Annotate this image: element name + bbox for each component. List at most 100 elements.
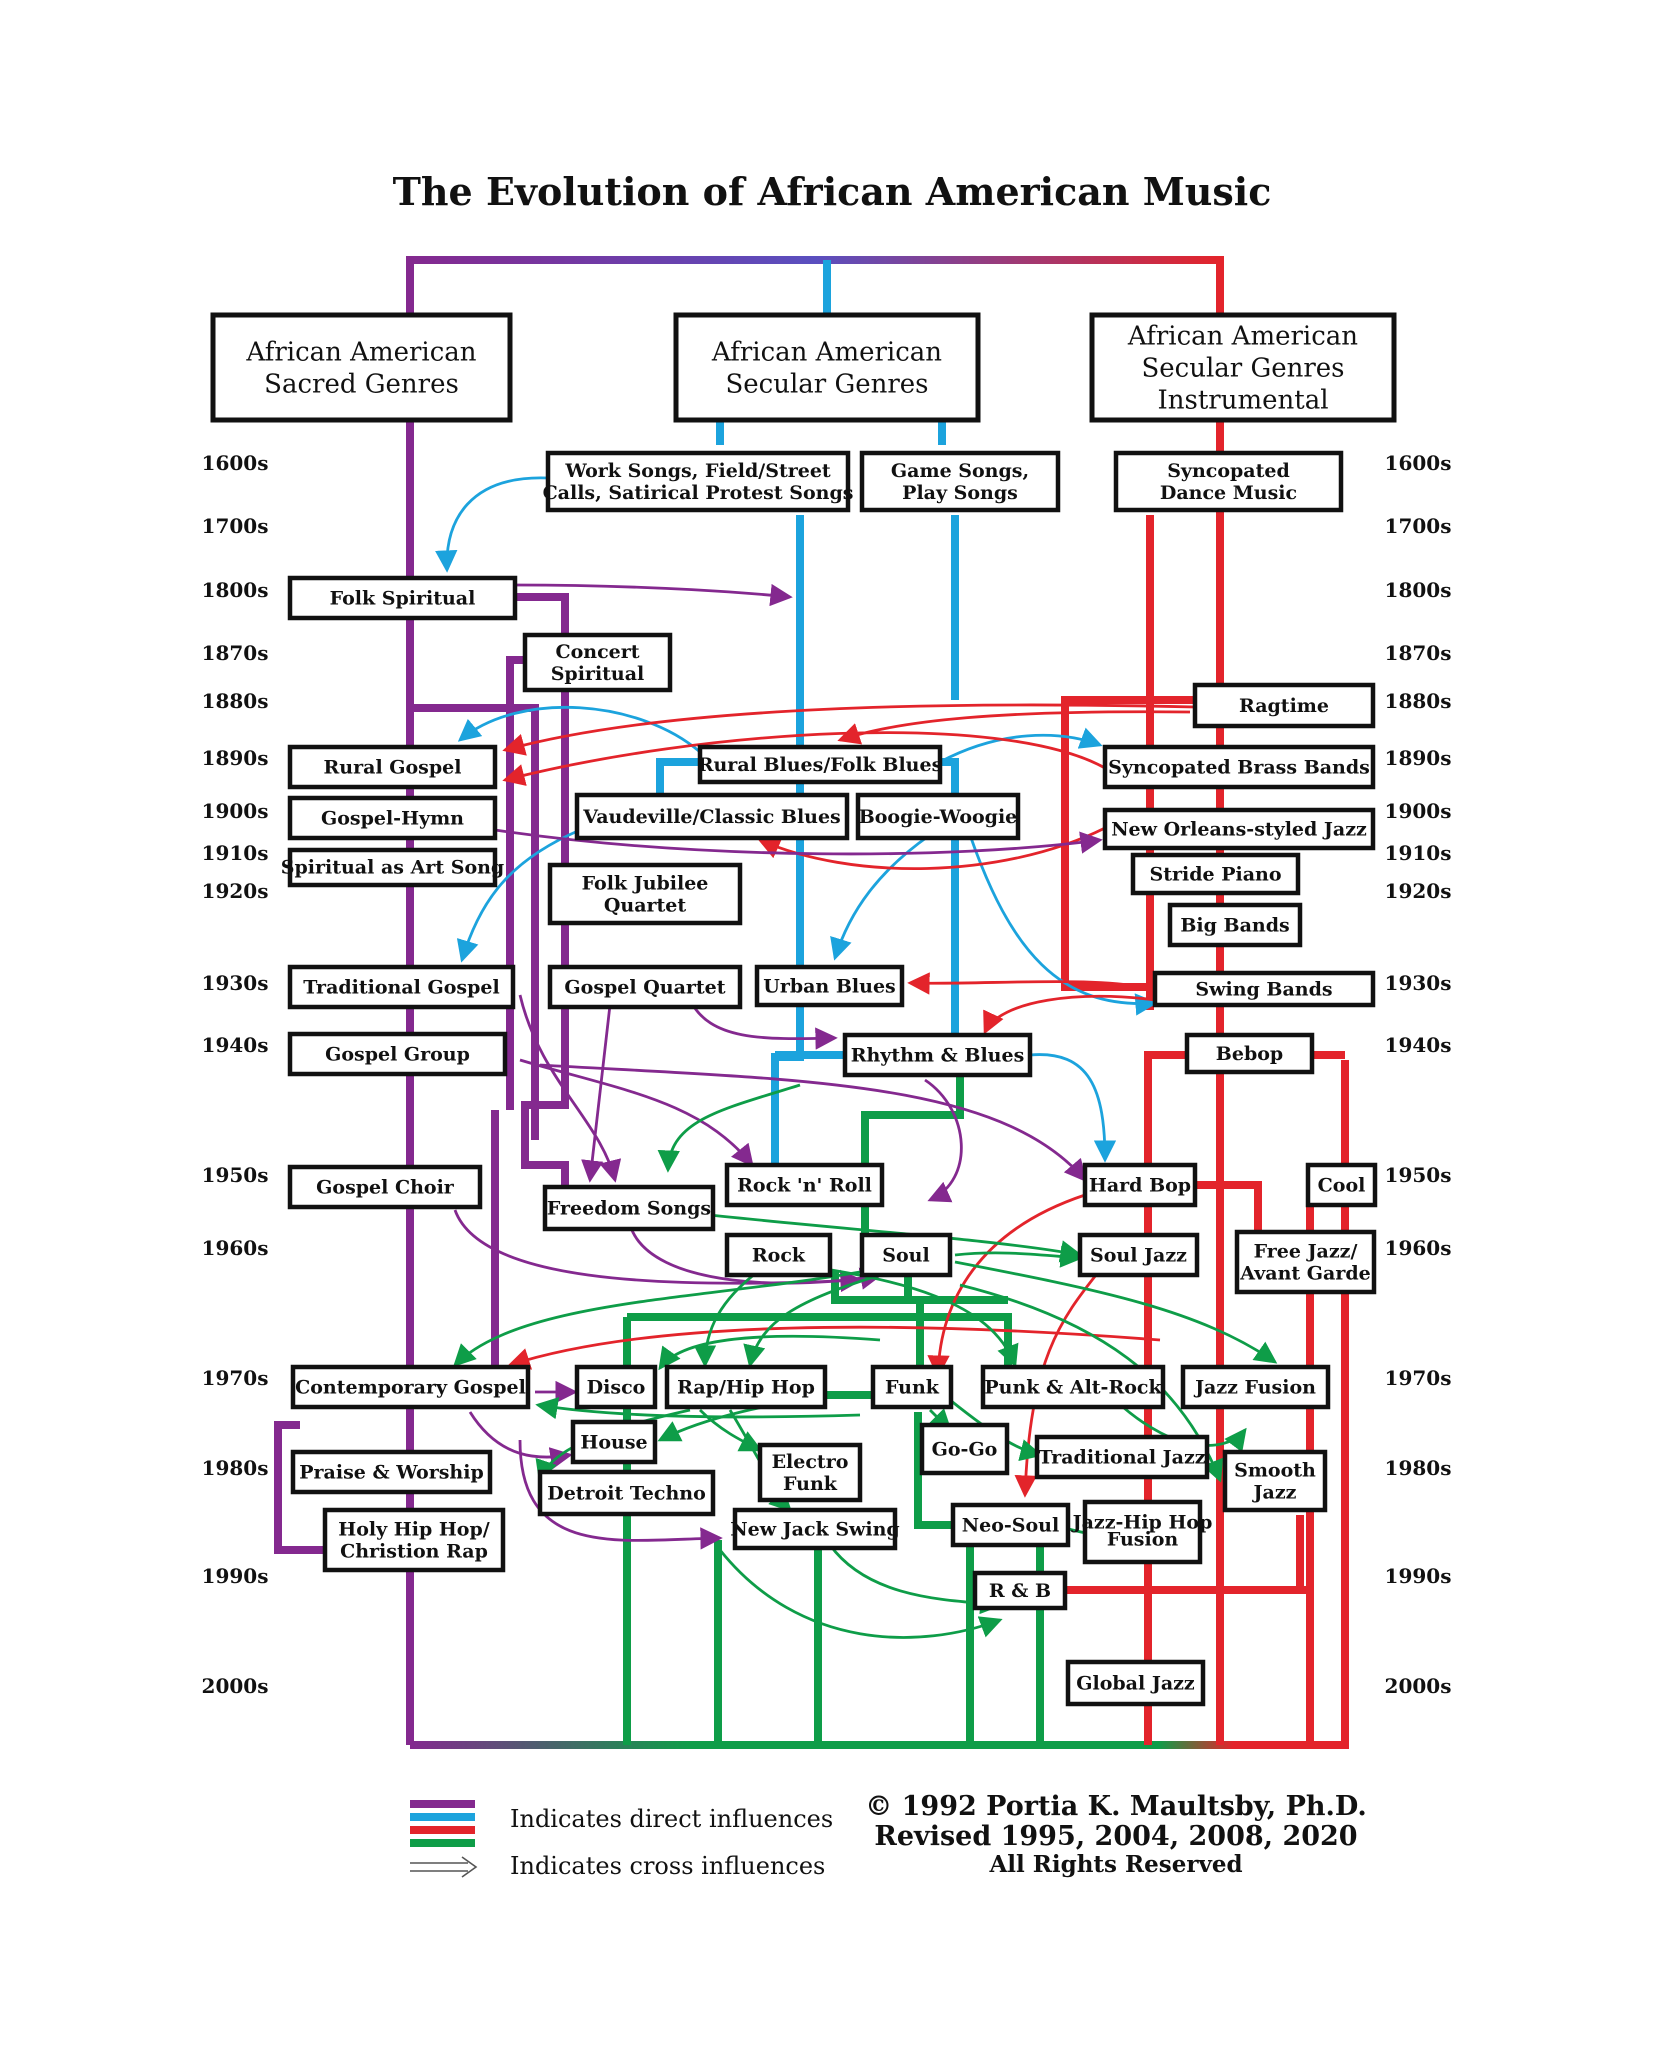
genre-cool: Cool [1305,1162,1378,1208]
genre-smooth-jazz-label: Jazz [1252,1482,1297,1504]
copyright-line-1: © 1992 Portia K. Maultsby, Ph.D. [865,1791,1367,1822]
era-label-left: 1970s [202,1366,269,1390]
genre-gospel-quartet-label: Gospel Quartet [564,977,725,999]
header-instrumental-line: African American [1127,322,1358,352]
genre-jazz-hip-hop-fusion-label: Fusion [1107,1528,1179,1550]
arrow-gospel-hymn-to-new-orleans [494,828,1103,856]
arrow-traditional-gospel-to-freedom [518,994,622,1183]
copyright-line-2: Revised 1995, 2004, 2008, 2020 [874,1821,1357,1852]
genre-bebop-label: Bebop [1216,1043,1283,1065]
genre-syncopated-brass-bands-label: Syncopated Brass Bands [1108,757,1370,779]
genre-folk-jubilee-label: Folk Jubilee [582,873,709,895]
arrow-freedom-to-soul [628,1224,883,1290]
diagram-title: The Evolution of African American Music [393,169,1272,214]
genre-jazz-hip-hop-fusion-label: Jazz-Hip Hop [1071,1511,1213,1533]
hard-bop-line [1196,1181,1262,1235]
era-label-left: 1700s [202,514,269,538]
era-label-left: 1600s [202,451,269,475]
copyright-line-3: All Rights Reserved [988,1851,1242,1878]
genre-rhythm-blues: Rhythm & Blues [842,1032,1033,1078]
era-label-right: 1970s [1385,1366,1452,1390]
era-label-left: 1880s [202,689,269,713]
arrow-boogie-woogie-to-swing [968,834,1158,1016]
genre-rock-n-roll: Rock 'n' Roll [724,1162,885,1208]
genre-r-and-b-label: R & B [989,1580,1051,1602]
arrow-rhythm-blues-to-soul [924,1078,963,1203]
genre-syncopated-brass-bands: Syncopated Brass Bands [1102,744,1376,790]
arrow-gospel-quartet-to-freedom [581,1004,612,1183]
genre-concert-spiritual-label: Spiritual [551,663,645,685]
genre-gospel-quartet: Gospel Quartet [547,964,743,1010]
genre-swing-bands: Swing Bands [1152,970,1376,1008]
genre-vaudeville-label: Vaudeville/Classic Blues [582,806,841,828]
genre-big-bands-label: Big Bands [1180,915,1289,937]
genre-traditional-gospel-label: Traditional Gospel [303,977,499,999]
copyright-block: © 1992 Portia K. Maultsby, Ph.D. Revised… [865,1791,1367,1878]
era-label-right: 1960s [1385,1236,1452,1260]
header-sacred-line: Sacred Genres [264,370,459,400]
genre-concert-spiritual-label: Concert [555,641,639,663]
genre-stride-piano: Stride Piano [1130,852,1301,896]
genre-punk-alt-rock-label: Punk & Alt-Rock [984,1377,1162,1399]
arrow-gospel-to-new-jack-swing [518,1439,723,1550]
concert-spiritual-branch [506,656,525,1110]
arrow-work-songs-to-folk-spiritual [435,476,549,573]
genre-global-jazz-label: Global Jazz [1076,1673,1195,1695]
genre-gospel-choir: Gospel Choir [287,1164,483,1210]
genre-r-and-b: R & B [972,1570,1068,1611]
genre-gospel-group: Gospel Group [287,1031,508,1077]
genre-rock: Rock [724,1232,833,1278]
genre-rock-label: Rock [752,1245,806,1267]
genre-funk: Funk [870,1364,954,1410]
arrow-soul-to-contemporary-gospel [453,1270,861,1367]
era-label-left: 1870s [202,641,269,665]
era-label-right: 1940s [1385,1033,1452,1057]
era-labels-right: 1600s1700s1800s1870s1880s1890s1900s1910s… [1385,451,1452,1698]
genre-vaudeville: Vaudeville/Classic Blues [574,792,850,841]
genre-stride-piano-label: Stride Piano [1149,864,1281,886]
arrow-ragtime-to-rural-gospel [502,703,1196,756]
arrow-folk-spiritual-to-secular [514,583,793,607]
genre-contemporary-gospel: Contemporary Gospel [290,1364,531,1410]
genre-jazz-fusion-label: Jazz Fusion [1193,1377,1316,1399]
arrow-rock-to-punk [799,1263,1019,1368]
genre-urban-blues: Urban Blues [754,964,905,1008]
genre-rural-blues: Rural Blues/Folk Blues [698,744,942,785]
folk-spiritual-branch [515,593,569,1185]
genre-syncopated-dance-music-label: Dance Music [1160,482,1297,504]
genre-house: House [570,1419,658,1465]
genre-go-go-label: Go-Go [932,1439,998,1461]
arrow-gospel-group-to-rock-n-roll [519,1058,754,1168]
arrow-rhythm-blues-to-hard-bop [1029,1053,1117,1163]
arrow-rap-to-electro-funk [699,1409,763,1452]
legend-direct-label: Indicates direct influences [510,1805,833,1833]
era-label-left: 1800s [202,578,269,602]
genre-rock-n-roll-label: Rock 'n' Roll [737,1175,872,1197]
genre-urban-blues-label: Urban Blues [763,976,895,998]
genre-traditional-jazz: Traditional Jazz [1034,1434,1210,1480]
era-label-left: 1980s [202,1456,269,1480]
era-label-right: 1870s [1385,641,1452,665]
genre-neo-soul: Neo-Soul [950,1502,1071,1548]
header-sacred-line: African American [245,338,476,368]
era-label-right: 1910s [1385,841,1452,865]
arrow-rhythm-blues-to-rock-n-roll [657,1083,801,1173]
funk-to-neo-soul [914,1412,958,1529]
genre-disco: Disco [574,1364,658,1410]
genre-cool-label: Cool [1318,1175,1366,1197]
arrow-soul-to-jazz-fusion [954,1260,1278,1364]
era-label-left: 1920s [202,879,269,903]
arrow-swing-to-rhythm-blues [983,994,1156,1035]
arrow-funk-to-house [657,1393,861,1442]
era-label-left: 2000s [202,1674,269,1698]
arrow-soul-to-rap [743,1273,881,1368]
legend: Indicates direct influences Indicates cr… [410,1800,833,1880]
era-label-left: 1910s [202,841,269,865]
